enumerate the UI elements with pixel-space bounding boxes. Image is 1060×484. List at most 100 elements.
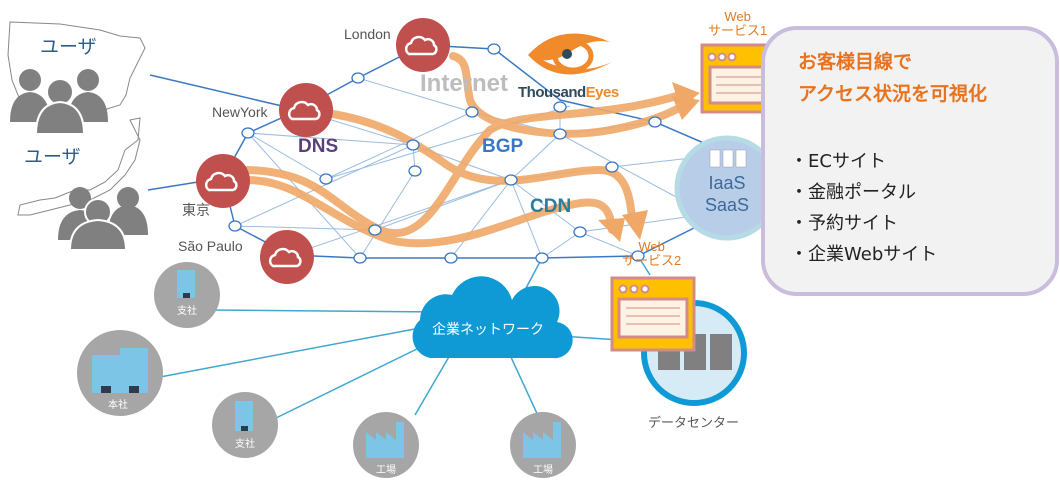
- flow-london-web1: [449, 52, 694, 138]
- brand-part-eyes: Eyes: [585, 84, 620, 101]
- web-service-1-label: Web サービス1: [708, 10, 767, 38]
- arrowhead-web1-bottom: [672, 96, 700, 120]
- server-icon: [709, 149, 747, 168]
- router-node: [368, 224, 382, 236]
- router-node: [406, 139, 420, 151]
- web-service-2-window[interactable]: [610, 276, 696, 352]
- building-icon: [235, 401, 253, 431]
- city-node-saopaulo[interactable]: [260, 230, 314, 284]
- router-node: [504, 174, 518, 186]
- bgp-label: BGP: [482, 136, 524, 157]
- site-label-factory-2: 工場: [533, 465, 553, 476]
- arrowheads: [598, 82, 700, 242]
- router-node: [605, 161, 619, 173]
- site-branch-1[interactable]: [154, 262, 220, 328]
- city-label-tokyo: 東京: [182, 202, 210, 218]
- factory-icon: [366, 422, 404, 458]
- flow-tokyo-web2: [243, 176, 616, 248]
- japan-map-outline: [17, 117, 141, 216]
- data-center-label: データセンター: [648, 416, 740, 431]
- iaas-label: IaaS: [708, 173, 746, 193]
- router-node: [351, 72, 365, 84]
- path-flows: [243, 52, 694, 248]
- site-label-headquarters: 本社: [108, 400, 128, 411]
- list-item: ・ECサイト: [790, 151, 886, 172]
- router-node: [444, 252, 458, 264]
- person-icon: [68, 218, 128, 251]
- site-label-factory-1: 工場: [376, 465, 396, 476]
- brand-part-thousand: Thousand: [518, 84, 586, 101]
- web-service-2-label: Web サービス2: [622, 240, 681, 268]
- person-icon: [117, 187, 139, 209]
- web-service-1-line1: Web: [724, 9, 751, 24]
- cloud-icon: [204, 171, 238, 192]
- web-service-2-line2: サービス2: [622, 253, 682, 268]
- list-item: ・企業Webサイト: [790, 244, 938, 265]
- site-label-branch-1: 支社: [177, 306, 197, 317]
- web-service-1-line2: サービス1: [708, 23, 768, 38]
- cdn-label: CDN: [530, 196, 572, 217]
- thousandeyes-logo-icon: [528, 33, 612, 75]
- enterprise-network-label: 企業ネットワーク: [432, 322, 544, 338]
- person-icon: [77, 69, 99, 91]
- router-node: [553, 101, 567, 113]
- city-node-newyork[interactable]: [279, 83, 333, 137]
- site-label-branch-2: 支社: [235, 439, 255, 450]
- router-nodes: [228, 43, 662, 264]
- site-factory-1[interactable]: [353, 412, 419, 478]
- headline-line-2: アクセス状況を可視化: [798, 83, 988, 105]
- flow-tokyo-web1: [243, 91, 684, 237]
- city-label-newyork: NewYork: [212, 104, 268, 120]
- city-node-tokyo[interactable]: [196, 154, 250, 208]
- router-node: [408, 165, 422, 177]
- cloud-icon: [268, 247, 302, 268]
- user-label-usa: ユーザ: [40, 36, 97, 58]
- city-label-london: London: [344, 26, 391, 42]
- cloud-icon: [404, 35, 438, 56]
- cloud-icon: [287, 100, 321, 121]
- user-group-japan[interactable]: [58, 187, 148, 251]
- list-item: ・予約サイト: [790, 213, 898, 234]
- router-node: [241, 127, 255, 139]
- factory-icon: [523, 422, 561, 458]
- site-headquarters[interactable]: [77, 330, 163, 416]
- person-icon: [19, 69, 41, 91]
- city-nodes: [196, 18, 450, 284]
- router-node: [648, 116, 662, 128]
- arrowhead-web2-right: [622, 210, 648, 240]
- arrowhead-web2-left: [598, 218, 625, 242]
- saas-label: SaaS: [704, 195, 750, 215]
- router-node: [631, 250, 645, 262]
- site-branch-2[interactable]: [212, 392, 278, 458]
- router-node: [535, 252, 549, 264]
- dns-label: DNS: [298, 136, 339, 157]
- visibility-panel: [761, 26, 1059, 296]
- city-label-saopaulo: São Paulo: [178, 238, 243, 254]
- router-node: [319, 173, 333, 185]
- headline-line-1: お客様目線で: [798, 51, 913, 73]
- enterprise-network-cloud[interactable]: [412, 276, 573, 359]
- list-item: ・金融ポータル: [790, 182, 916, 203]
- thousandeyes-wordmark: ThousandEyes: [518, 84, 619, 101]
- city-node-london[interactable]: [396, 18, 450, 72]
- router-node: [487, 43, 501, 55]
- router-node: [353, 252, 367, 264]
- user-label-japan: ユーザ: [24, 146, 81, 168]
- use-case-list: ・ECサイト ・金融ポータル ・予約サイト ・企業Webサイト: [790, 146, 937, 270]
- cloud-service-node[interactable]: [674, 135, 780, 241]
- user-group-usa[interactable]: [10, 69, 108, 135]
- building-icon: [177, 270, 195, 298]
- router-node: [228, 220, 242, 232]
- building-icon: [92, 348, 148, 393]
- person-icon: [34, 100, 86, 135]
- flow-newyork-web2: [316, 108, 636, 222]
- site-factory-2[interactable]: [510, 412, 576, 478]
- panel-headline: お客様目線で アクセス状況を可視化: [798, 46, 987, 110]
- cloud-service-label: IaaS SaaS: [704, 172, 750, 216]
- person-icon: [69, 187, 91, 209]
- router-node: [553, 128, 567, 140]
- web-service-2-line1: Web: [638, 239, 665, 254]
- internet-label: Internet: [420, 70, 509, 97]
- router-node: [465, 106, 479, 118]
